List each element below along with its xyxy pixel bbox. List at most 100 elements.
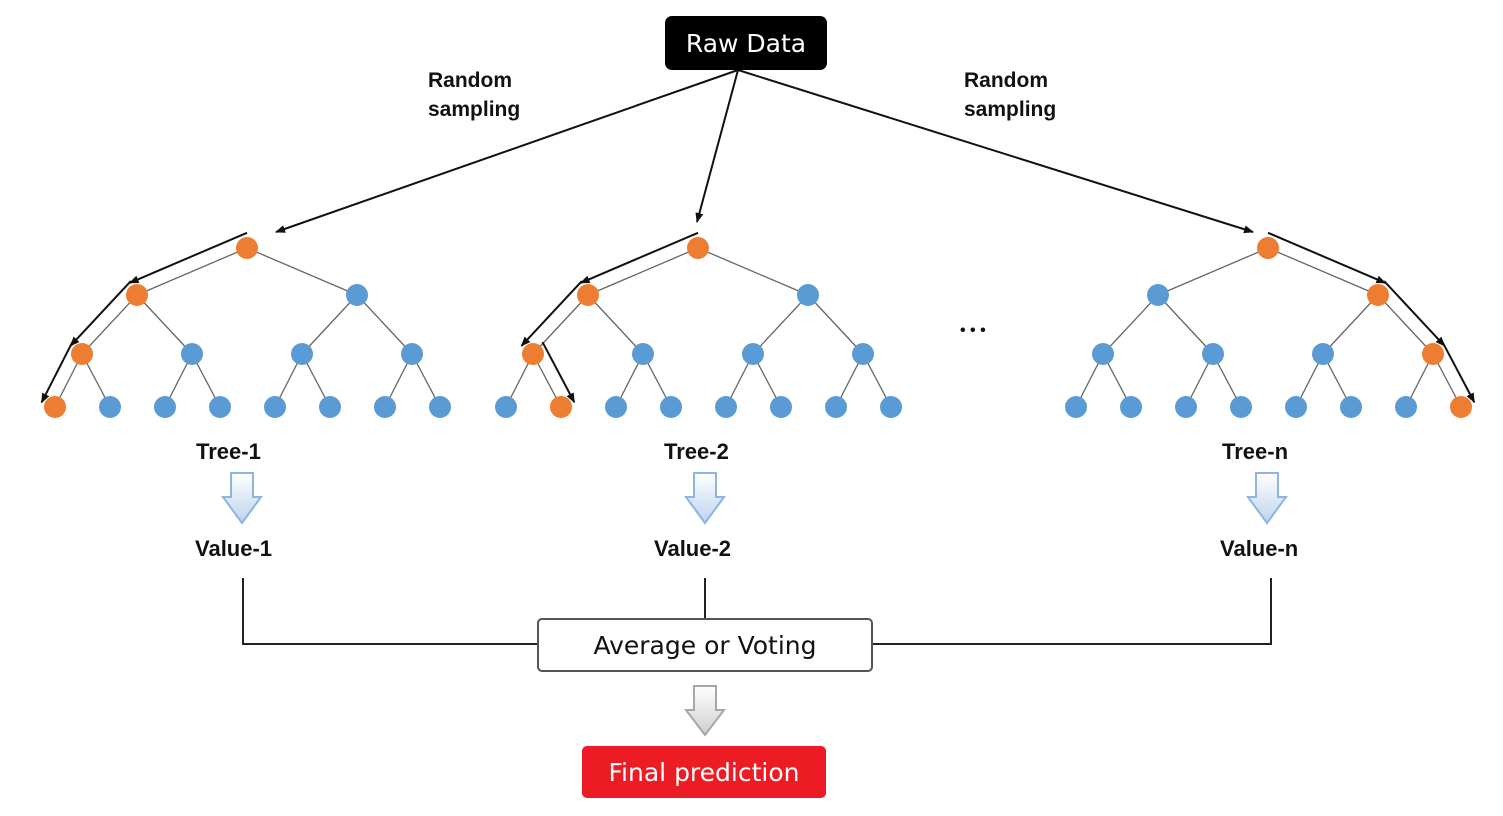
tree-2-path-arrow: [520, 280, 583, 347]
tree-3-edge: [1102, 294, 1159, 355]
tree-1-edge: [301, 294, 358, 355]
tree-2-node: [825, 396, 847, 418]
tree-3-path-arrow: [1267, 231, 1387, 284]
tree-3-edge: [1267, 247, 1379, 296]
tree-3-node: [1285, 396, 1307, 418]
tree-2-node: [577, 284, 599, 306]
tree-label-1: Tree-1: [196, 439, 261, 464]
tree-1-node: [264, 396, 286, 418]
tree-3-path-arrow: [1383, 280, 1446, 347]
raw-data-box: Raw Data: [665, 16, 827, 70]
tree-label-2: Tree-2: [664, 439, 729, 464]
connector-value-n: [872, 578, 1272, 645]
connector-value-1: [242, 578, 538, 645]
tree-3-edge: [1322, 294, 1379, 355]
tree-3-node: [1092, 343, 1114, 365]
aggregate-connectors: [242, 578, 1272, 645]
raw-data-label: Raw Data: [685, 28, 807, 58]
tree-3-node: [1202, 343, 1224, 365]
aggregate-label: Average or Voting: [593, 630, 817, 660]
tree-2-path-arrow: [541, 341, 576, 404]
tree-3-node: [1147, 284, 1169, 306]
tree-1-edge: [246, 247, 358, 296]
tree-1-node: [209, 396, 231, 418]
tree-3-edge: [1157, 247, 1269, 296]
tree-2-node: [742, 343, 764, 365]
tree-3-node: [1257, 237, 1279, 259]
tree-2-node: [852, 343, 874, 365]
tree-2-node: [495, 396, 517, 418]
final-prediction-label: Final prediction: [608, 757, 800, 787]
tree-2-node: [605, 396, 627, 418]
tree-2-node: [550, 396, 572, 418]
tree-1-node: [319, 396, 341, 418]
tree-1-node: [429, 396, 451, 418]
tree-2-edge: [587, 294, 644, 355]
down-arrow-icon: [1246, 472, 1288, 525]
tree-3-edge: [1377, 294, 1434, 355]
tree-2-node: [522, 343, 544, 365]
tree-1-node: [181, 343, 203, 365]
tree-2-edge: [752, 294, 809, 355]
final-prediction-box: Final prediction: [582, 746, 826, 798]
tree-label-n: Tree-n: [1222, 439, 1289, 464]
tree-2-path-arrow: [579, 231, 699, 284]
tree-2-edge: [587, 247, 699, 296]
tree-1-node: [374, 396, 396, 418]
tree-2-node: [632, 343, 654, 365]
value-label-1: Value-1: [195, 536, 273, 561]
aggregate-box: Average or Voting: [537, 618, 873, 672]
ellipsis: • • •: [960, 322, 986, 339]
down-arrow-icon: [683, 685, 727, 737]
tree-1-node: [346, 284, 368, 306]
tree-2-node: [880, 396, 902, 418]
tree-2-node: [687, 237, 709, 259]
tree-2-node: [715, 396, 737, 418]
tree-1-node: [236, 237, 258, 259]
tree-1-node: [291, 343, 313, 365]
tree-3-node: [1312, 343, 1334, 365]
down-arrow-icon: [684, 472, 726, 525]
tree-1-path-arrow: [40, 341, 74, 404]
tree-3-node: [1120, 396, 1142, 418]
tree-3-node: [1395, 396, 1417, 418]
tree-2-edge: [532, 294, 589, 355]
tree-3-node: [1175, 396, 1197, 418]
tree-2-edge: [697, 247, 809, 296]
value-label-2: Value-2: [654, 536, 732, 561]
tree-1-node: [71, 343, 93, 365]
decision-trees: [40, 231, 1476, 418]
tree-2-edge: [807, 294, 864, 355]
sampling-arrow-tree-1: [275, 69, 739, 233]
sampling-label-left: Random sampling: [428, 69, 521, 121]
sampling-arrows: [275, 69, 1254, 234]
sampling-arrow-tree-n: [737, 69, 1254, 234]
tree-1-edge: [356, 294, 413, 355]
tree-1-edge: [81, 294, 138, 355]
tree-3-node: [1230, 396, 1252, 418]
tree-2-node: [660, 396, 682, 418]
tree-3-node: [1422, 343, 1444, 365]
tree-2-node: [770, 396, 792, 418]
tree-1-edge: [136, 247, 248, 296]
tree-1-node: [154, 396, 176, 418]
tree-3-node: [1340, 396, 1362, 418]
tree-1-node: [44, 396, 66, 418]
tree-2-node: [797, 284, 819, 306]
tree-1-path-arrow: [69, 280, 132, 347]
tree-3-edge: [1157, 294, 1214, 355]
tree-value-arrows: [221, 472, 1288, 525]
tree-3-path-arrow: [1441, 341, 1476, 404]
sampling-label-right: Random sampling: [964, 69, 1057, 121]
tree-3-node: [1065, 396, 1087, 418]
tree-3-node: [1450, 396, 1472, 418]
tree-1-node: [99, 396, 121, 418]
down-arrow-icon: [221, 472, 263, 525]
tree-1-node: [401, 343, 423, 365]
tree-1-node: [126, 284, 148, 306]
sampling-arrow-tree-2: [695, 69, 739, 223]
tree-1-edge: [136, 294, 193, 355]
tree-1-path-arrow: [128, 231, 248, 284]
tree-3-node: [1367, 284, 1389, 306]
